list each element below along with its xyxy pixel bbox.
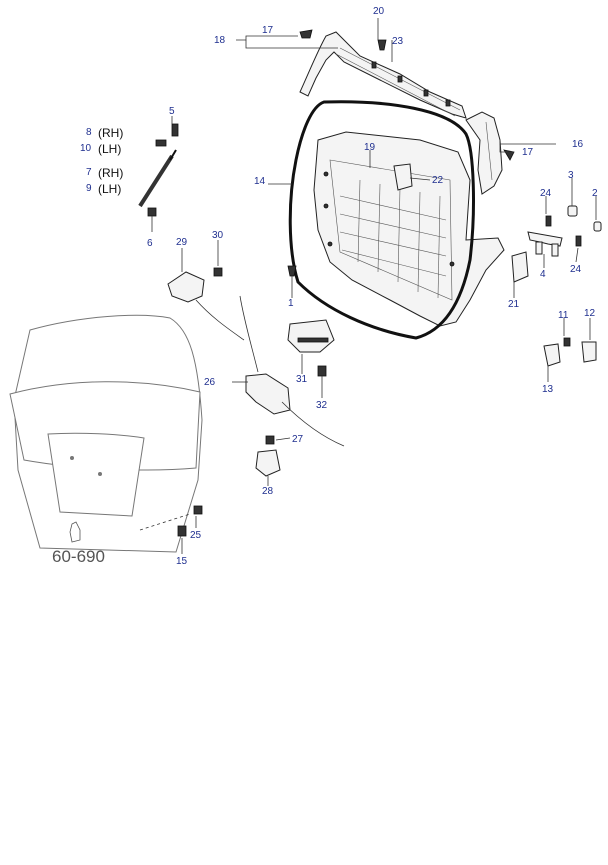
callout-32: 32 — [316, 400, 328, 411]
callout-3: 3 — [568, 170, 574, 181]
rh-label-lower: (RH) — [98, 166, 123, 180]
side-designations: (RH) (LH) (RH) (LH) — [98, 126, 123, 196]
callout-12: 12 — [584, 308, 596, 319]
callout-31: 31 — [296, 374, 308, 385]
callout-2: 2 — [592, 188, 598, 199]
callout-19: 19 — [364, 142, 376, 153]
callout-20: 20 — [373, 6, 385, 17]
callout-24-lower: 24 — [570, 264, 582, 275]
bumper-stops — [543, 337, 597, 367]
tailgate-inner-trim-panel — [313, 131, 505, 327]
tailgate-panel — [9, 314, 203, 553]
leader-lines — [151, 18, 597, 554]
callout-22: 22 — [432, 175, 444, 186]
access-cover — [511, 251, 529, 283]
callout-23: 23 — [392, 36, 404, 47]
callout-16: 16 — [572, 139, 584, 150]
callout-4: 4 — [540, 269, 546, 280]
figure-reference: 60-690 — [52, 547, 105, 566]
lh-label-upper: (LH) — [98, 142, 121, 156]
side-trim-piece — [465, 111, 503, 195]
callout-24-upper: 24 — [540, 188, 552, 199]
callout-14: 14 — [254, 176, 266, 187]
hand-pointer-icon — [69, 521, 81, 543]
callout-13: 13 — [542, 384, 554, 395]
striker — [255, 435, 281, 477]
callout-18: 18 — [214, 35, 226, 46]
callout-5: 5 — [169, 106, 175, 117]
callout-8: 8 — [86, 127, 92, 138]
callout-21: 21 — [508, 299, 520, 310]
weatherstrip-seal — [288, 100, 475, 340]
lock-assembly — [167, 267, 245, 341]
callout-11: 11 — [558, 310, 569, 321]
callout-labels: 20 17 18 23 5 8 10 7 9 6 14 19 22 16 17 … — [80, 6, 598, 567]
callout-15: 15 — [176, 556, 188, 567]
gas-strut — [138, 123, 179, 217]
callout-28: 28 — [262, 486, 274, 497]
cover-plug — [393, 163, 413, 191]
callout-1: 1 — [288, 298, 294, 309]
callout-27: 27 — [292, 434, 304, 445]
callout-25: 25 — [190, 530, 202, 541]
upper-garnish-trim — [299, 31, 467, 119]
actuator-and-cable — [239, 295, 345, 447]
rh-label-upper: (RH) — [98, 126, 123, 140]
fasteners — [287, 29, 602, 277]
callout-10: 10 — [80, 143, 92, 154]
lh-label-lower: (LH) — [98, 182, 121, 196]
grip-handle — [527, 231, 563, 257]
callout-9: 9 — [86, 183, 92, 194]
handle-bracket — [287, 319, 335, 377]
callout-26: 26 — [204, 377, 216, 388]
callout-29: 29 — [176, 237, 188, 248]
callout-7: 7 — [86, 167, 92, 178]
callout-30: 30 — [212, 230, 224, 241]
callout-6: 6 — [147, 238, 153, 249]
callout-17-right: 17 — [522, 147, 534, 158]
callout-17-top: 17 — [262, 25, 274, 36]
